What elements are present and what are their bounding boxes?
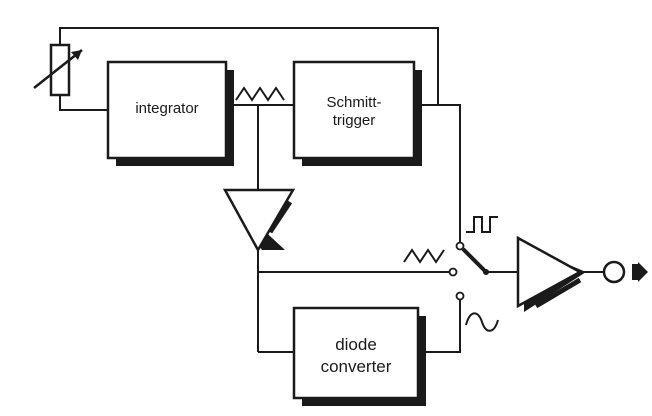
diode-converter-block: diode converter [292,306,426,406]
square-wave-icon [466,216,498,233]
diode-converter-label-line1: diode [335,335,377,354]
sine-wave-icon [465,312,499,332]
schmitt-trigger-label-line1: Schmitt- [326,94,381,111]
variable-resistor-icon [33,43,83,97]
triangle-wave-icon [235,86,285,102]
integrator-label: integrator [135,100,198,117]
schmitt-trigger-block: Schmitt- trigger [292,60,422,166]
output-amplifier-icon [516,235,586,312]
diode-converter-label-line2: converter [321,357,392,376]
integrator-block: integrator [106,60,234,166]
selector-switch-icon [448,241,489,301]
buffer-amplifier-icon [222,188,296,253]
output-terminal-icon [602,260,648,284]
schmitt-trigger-label-line2: trigger [333,112,376,129]
triangle-wave-icon [403,248,445,264]
